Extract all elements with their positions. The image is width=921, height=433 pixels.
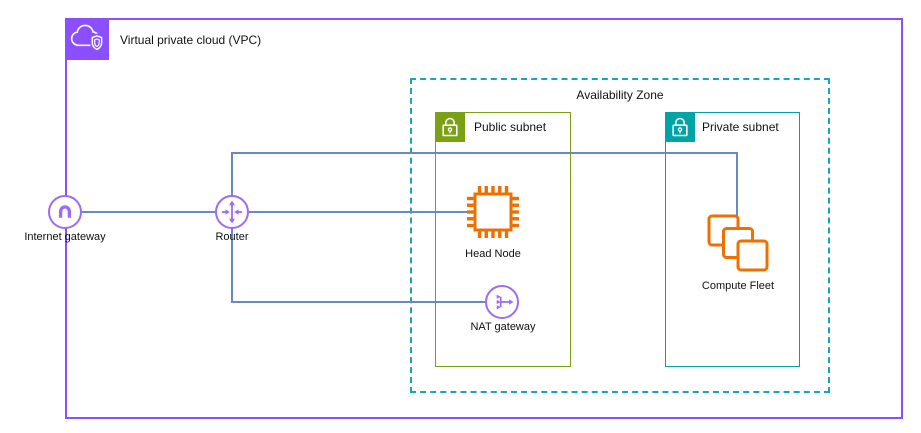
availability-zone-container (410, 78, 830, 393)
router-icon (215, 195, 249, 229)
nat-gateway-label: NAT gateway (470, 321, 536, 333)
connection-compute-fleet-drop (736, 152, 738, 218)
compute-fleet-label: Compute Fleet (701, 280, 775, 292)
compute-fleet-icon (706, 213, 770, 278)
router-label: Router (215, 231, 249, 243)
connection-router-to-nat-gateway (231, 301, 485, 303)
connection-igw-to-head-node (82, 211, 467, 213)
connection-router-to-compute-fleet (231, 152, 738, 154)
internet-gateway-label: Internet gateway (24, 231, 106, 243)
nat-gateway-icon (485, 285, 519, 319)
internet-gateway-icon (48, 195, 82, 229)
head-node-icon (465, 184, 521, 245)
head-node-label: Head Node (465, 248, 521, 260)
private-subnet-lock-icon (665, 112, 695, 142)
public-subnet-container (435, 112, 571, 367)
private-subnet-label: Private subnet (702, 120, 779, 134)
availability-zone-label: Availability Zone (576, 88, 664, 102)
public-subnet-label: Public subnet (474, 120, 547, 134)
vpc-label: Virtual private cloud (VPC) (120, 33, 262, 47)
public-subnet-lock-icon (435, 112, 465, 142)
private-subnet-container (665, 112, 800, 367)
vpc-cloud-icon (65, 18, 109, 60)
